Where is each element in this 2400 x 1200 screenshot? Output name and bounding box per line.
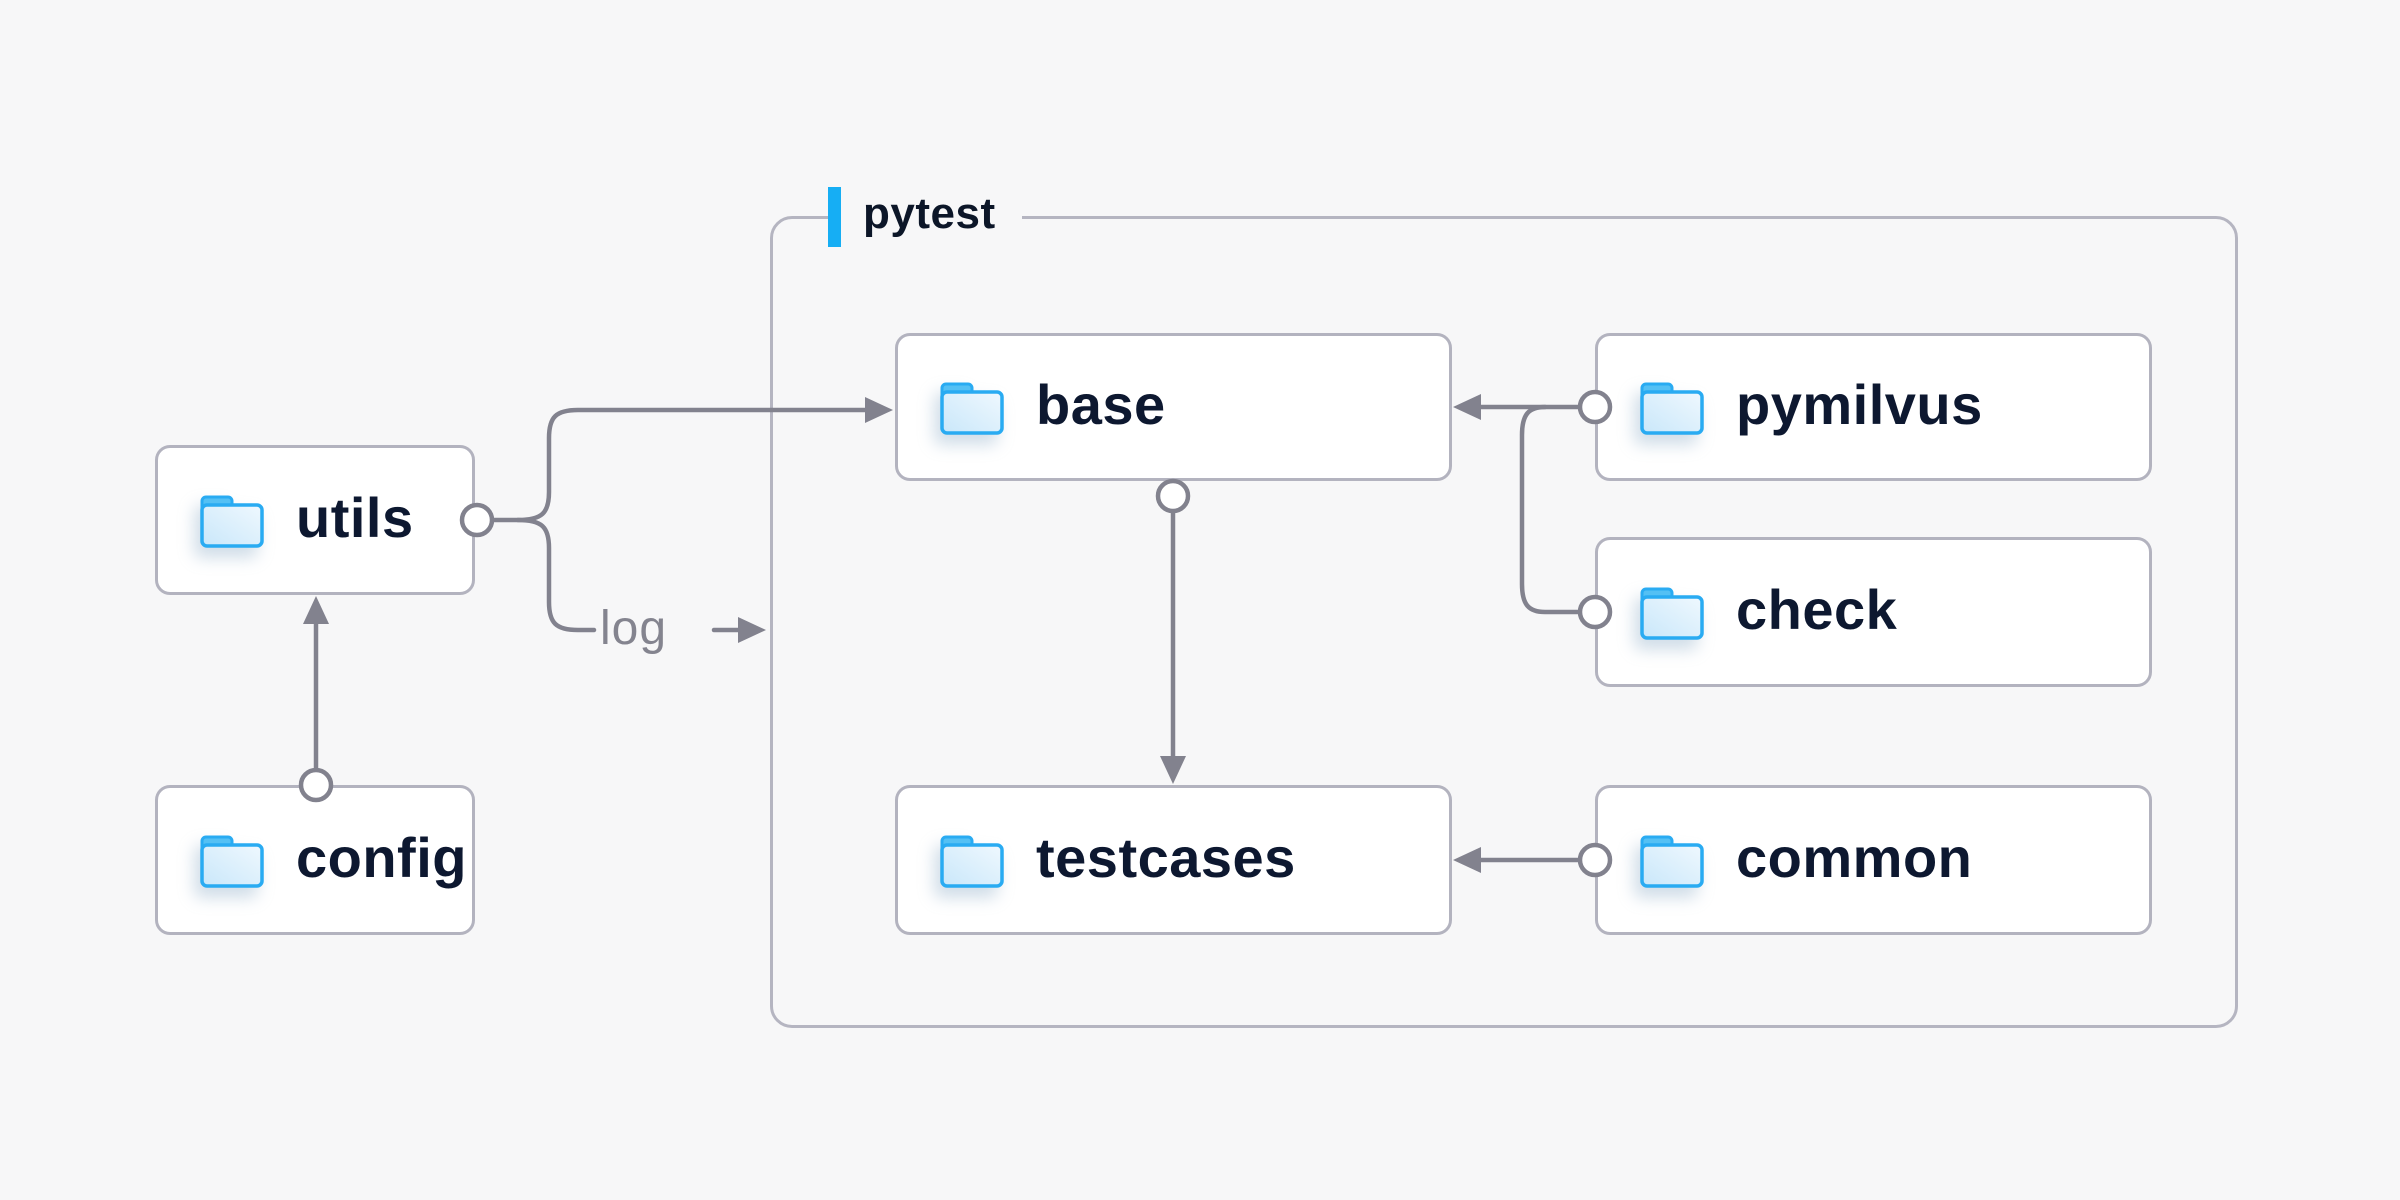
- node-label: testcases: [1036, 825, 1296, 889]
- folder-icon: [1640, 835, 1704, 888]
- node-check: check: [1595, 537, 2152, 687]
- node-label: utils: [296, 485, 414, 549]
- accent-bar: [828, 187, 841, 247]
- folder-icon: [1640, 382, 1704, 435]
- node-testcases: testcases: [895, 785, 1452, 935]
- node-label: base: [1036, 372, 1166, 436]
- node-utils: utils: [155, 445, 475, 595]
- node-config: config: [155, 785, 475, 935]
- node-base: base: [895, 333, 1452, 481]
- node-label: check: [1736, 577, 1898, 641]
- pytest-group-title: pytest: [863, 189, 996, 238]
- connector-config-to-utils: [298, 596, 334, 803]
- node-label: pymilvus: [1736, 372, 1983, 436]
- node-common: common: [1595, 785, 2152, 935]
- node-pymilvus: pymilvus: [1595, 333, 2152, 481]
- pytest-group-box: [770, 216, 2238, 1028]
- node-label: config: [296, 825, 467, 889]
- node-label: common: [1736, 825, 1973, 889]
- folder-icon: [200, 495, 264, 548]
- pytest-group-label: pytest: [828, 186, 1022, 248]
- edge-label-log: log: [600, 602, 668, 655]
- folder-icon: [1640, 587, 1704, 640]
- folder-icon: [940, 835, 1004, 888]
- folder-icon: [940, 382, 1004, 435]
- folder-icon: [200, 835, 264, 888]
